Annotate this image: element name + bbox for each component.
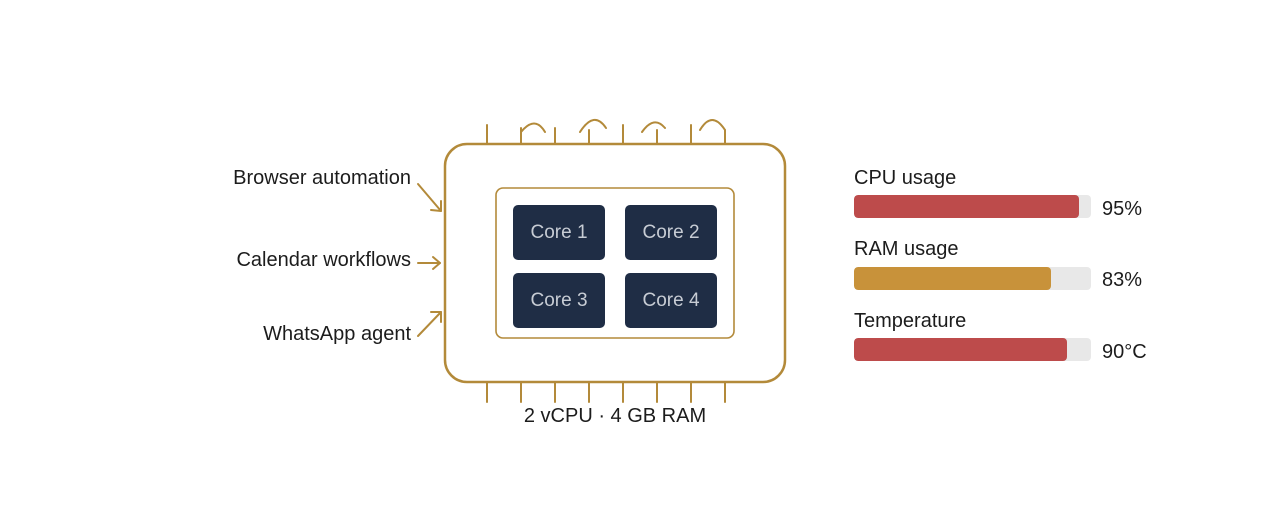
metric-label-temperature: Temperature [854, 310, 967, 332]
task-label-calendar-workflows: Calendar workflows [236, 249, 411, 271]
temperature-fill [854, 338, 1068, 361]
task-label-browser-automation: Browser automation [233, 167, 411, 189]
core-1: Core 1 [513, 205, 605, 260]
arrow-icon [417, 183, 442, 212]
cpu-usage-bar [854, 195, 1091, 218]
chip-spec: 2 vCPU · 4 GB RAM [523, 405, 707, 427]
metric-label-ram: RAM usage [854, 238, 959, 260]
metric-value-cpu: 95% [1102, 198, 1143, 220]
task-label-whatsapp-agent: WhatsApp agent [263, 323, 411, 345]
ram-usage-bar [854, 267, 1091, 290]
metric-value-ram: 83% [1102, 269, 1143, 291]
arrow-icon [417, 256, 441, 270]
core-3: Core 3 [513, 273, 605, 328]
task-arrows [417, 183, 442, 337]
arrow-icon [417, 311, 442, 337]
bottom-pins [486, 381, 726, 403]
metric-label-cpu: CPU usage [854, 167, 957, 189]
core-4: Core 4 [625, 273, 717, 328]
cpu-usage-fill [854, 195, 1080, 218]
core-2: Core 2 [625, 205, 717, 260]
pin-arc [641, 121, 666, 133]
temperature-bar [854, 338, 1091, 361]
core-area [495, 187, 735, 339]
pin-arc [579, 119, 607, 133]
metric-value-temperature: 90°C [1102, 341, 1147, 363]
pin-arc [699, 119, 726, 131]
pin-arc [520, 122, 546, 133]
top-pins [486, 119, 726, 145]
ram-usage-fill [854, 267, 1051, 290]
